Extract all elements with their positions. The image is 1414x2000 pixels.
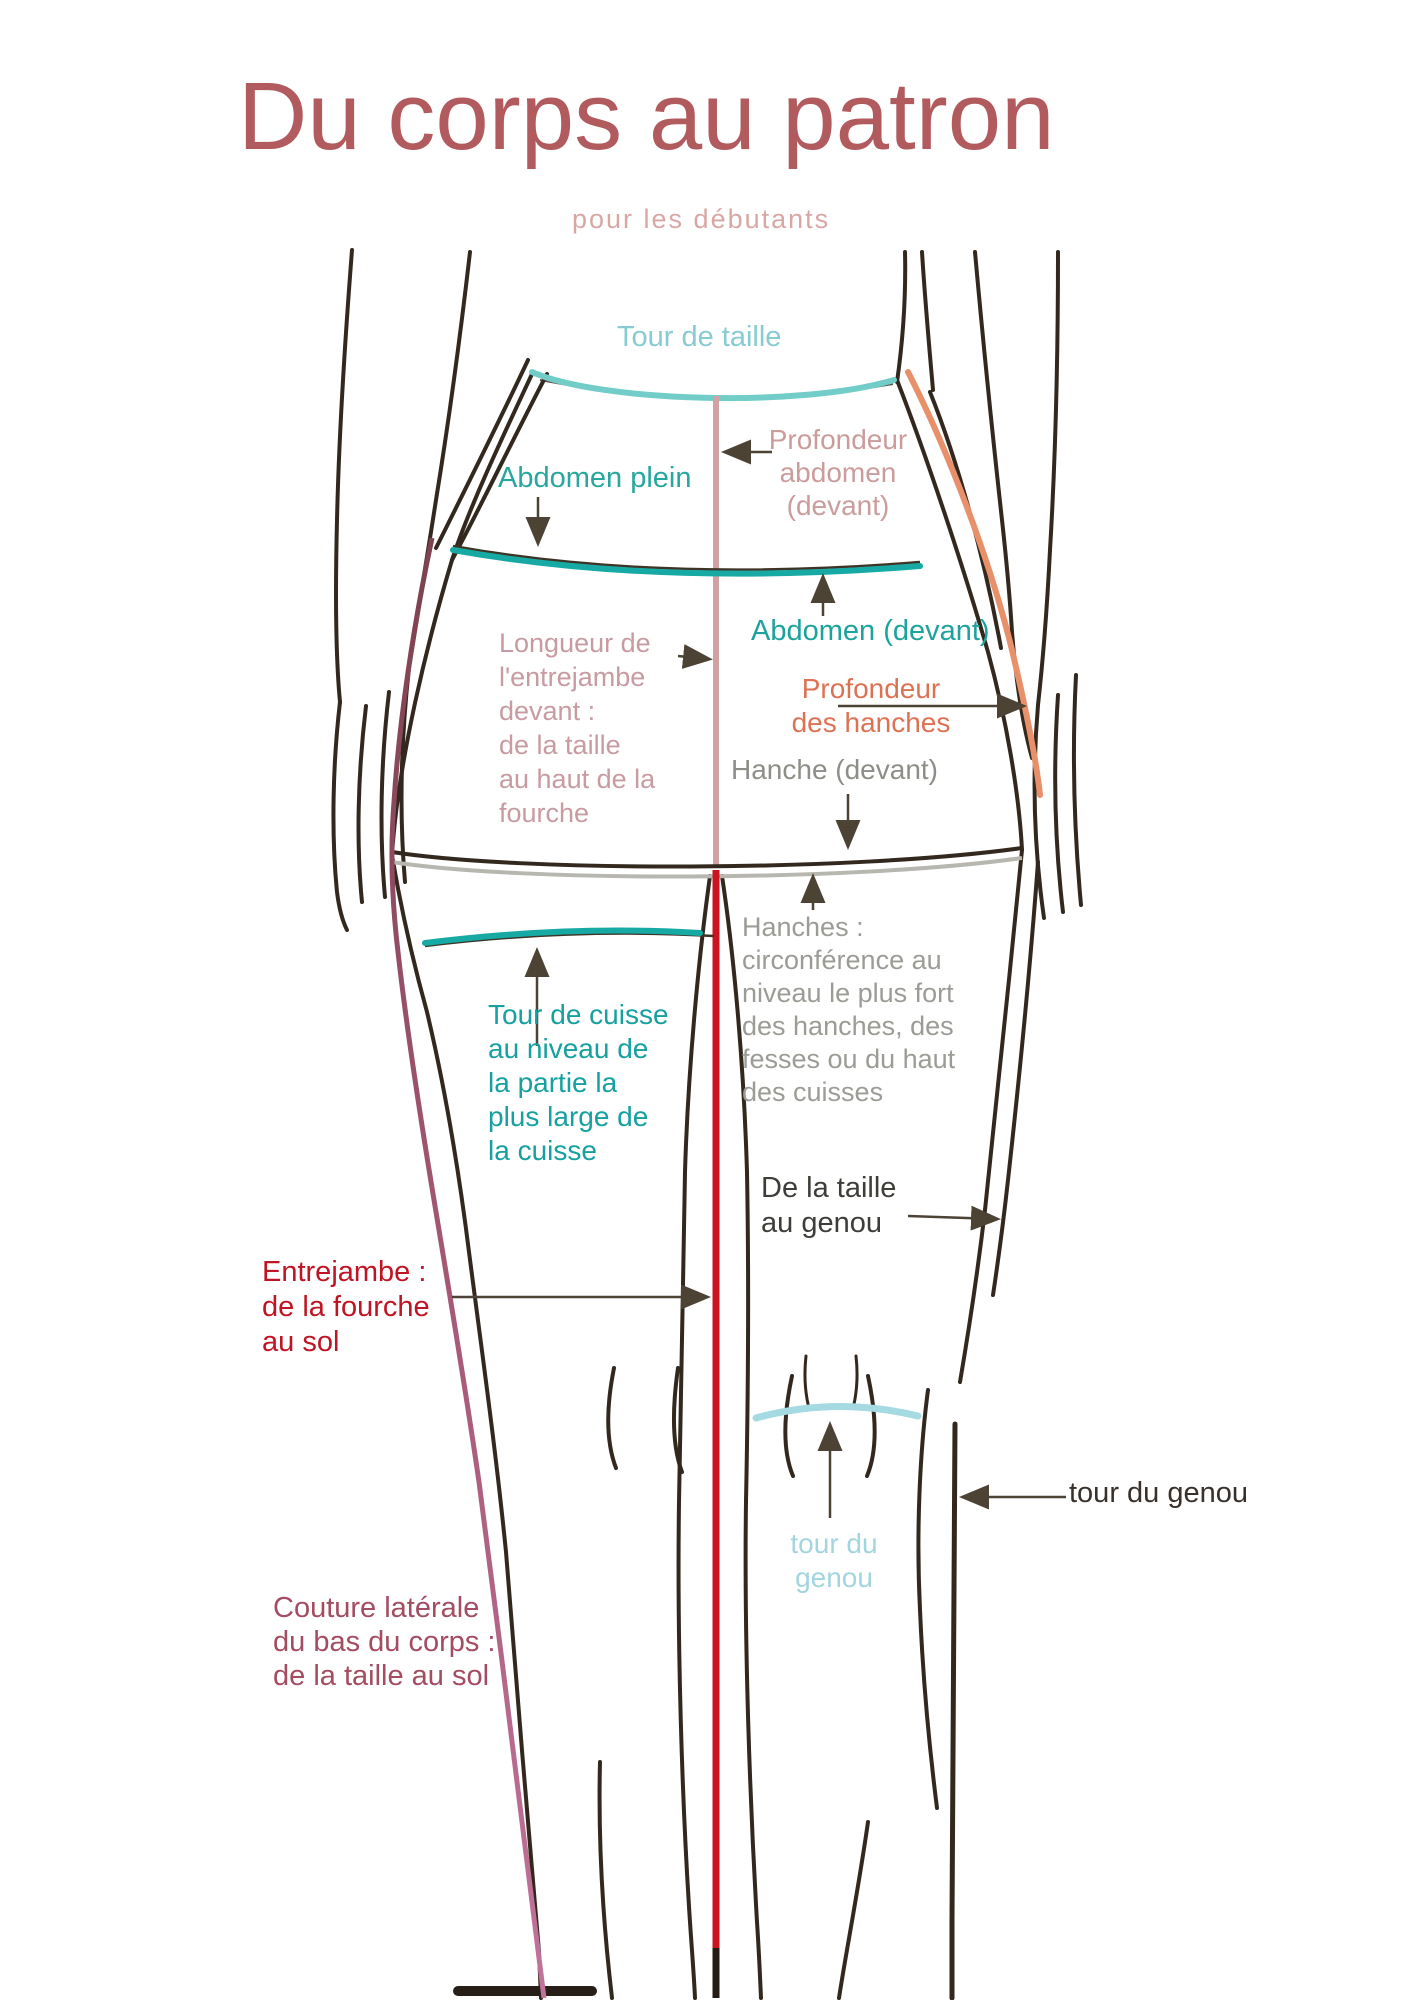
hip-depth-line <box>905 369 1043 798</box>
label-abdomen-devant: Abdomen (devant) <box>751 615 990 647</box>
arrow-taille-au-genou <box>907 1205 1001 1231</box>
label-abdomen-plein: Abdomen plein <box>498 462 692 494</box>
label-tour-du-genou-bleu: tour du genou <box>790 1528 878 1593</box>
label-profondeur-abdomen: Profondeur abdomen (devant) <box>768 424 908 521</box>
abdomen-line <box>450 547 923 577</box>
right-hand-finger <box>1032 703 1046 920</box>
left-shin-contour <box>597 1760 614 2000</box>
knee-details <box>606 1354 877 1478</box>
left-arm <box>331 248 549 932</box>
label-couture-laterale: Couture latérale du bas du corps : de la… <box>273 1592 496 1692</box>
left-hand-finger <box>379 690 391 899</box>
label-hanche-devant: Hanche (devant) <box>731 754 939 785</box>
arrow-longueur-entrejambe <box>677 644 713 669</box>
waist-line <box>529 369 897 402</box>
right-outer-leg-upper <box>958 848 1024 1384</box>
right-shin-contour <box>837 1820 870 2000</box>
label-tour-de-cuisse: Tour de cuisse au niveau de la partie la… <box>488 999 669 1166</box>
right-outer-leg-upper-2 <box>991 860 1040 1297</box>
right-outer-leg-lower <box>949 1421 958 2000</box>
left-outer-leg <box>390 853 543 2000</box>
left-hip-contour <box>390 372 534 857</box>
page-subtitle: pour les débutants <box>572 204 831 234</box>
knee-line <box>752 1402 922 1422</box>
label-tour-du-genou-noir: tour du genou <box>1069 1477 1248 1509</box>
label-profondeur-hanches: Profondeur des hanches <box>791 673 951 738</box>
annotation-arrows <box>452 439 1066 1518</box>
left-hand-finger <box>331 700 349 932</box>
label-taille-au-genou: De la taille au genou <box>761 1172 897 1239</box>
right-hand-finger <box>1071 673 1083 907</box>
right-arm <box>895 250 1083 920</box>
right-calf-contour <box>916 1388 939 1810</box>
hip-line-gray <box>391 856 1023 879</box>
hip-line <box>391 846 1023 869</box>
left-inner-leg <box>676 874 712 2000</box>
right-inner-leg <box>720 874 763 2000</box>
right-hip-contour <box>895 378 1024 852</box>
label-tour-de-taille: Tour de taille <box>617 321 782 353</box>
abdomen-underline <box>452 544 921 571</box>
label-longueur-entrejambe: Longueur de l'entrejambe devant : de la … <box>499 628 656 828</box>
label-entrejambe: Entrejambe : de la fourche au sol <box>262 1256 430 1358</box>
right-hand-finger <box>1053 693 1065 914</box>
body-outline <box>331 248 1083 2000</box>
thigh-line <box>422 927 703 946</box>
label-hanches-circonference: Hanches : circonférence au niveau le plu… <box>742 912 956 1107</box>
page-title: Du corps au patron <box>238 63 1055 170</box>
left-hand-finger <box>356 704 368 904</box>
side-seam-line <box>389 537 547 1999</box>
